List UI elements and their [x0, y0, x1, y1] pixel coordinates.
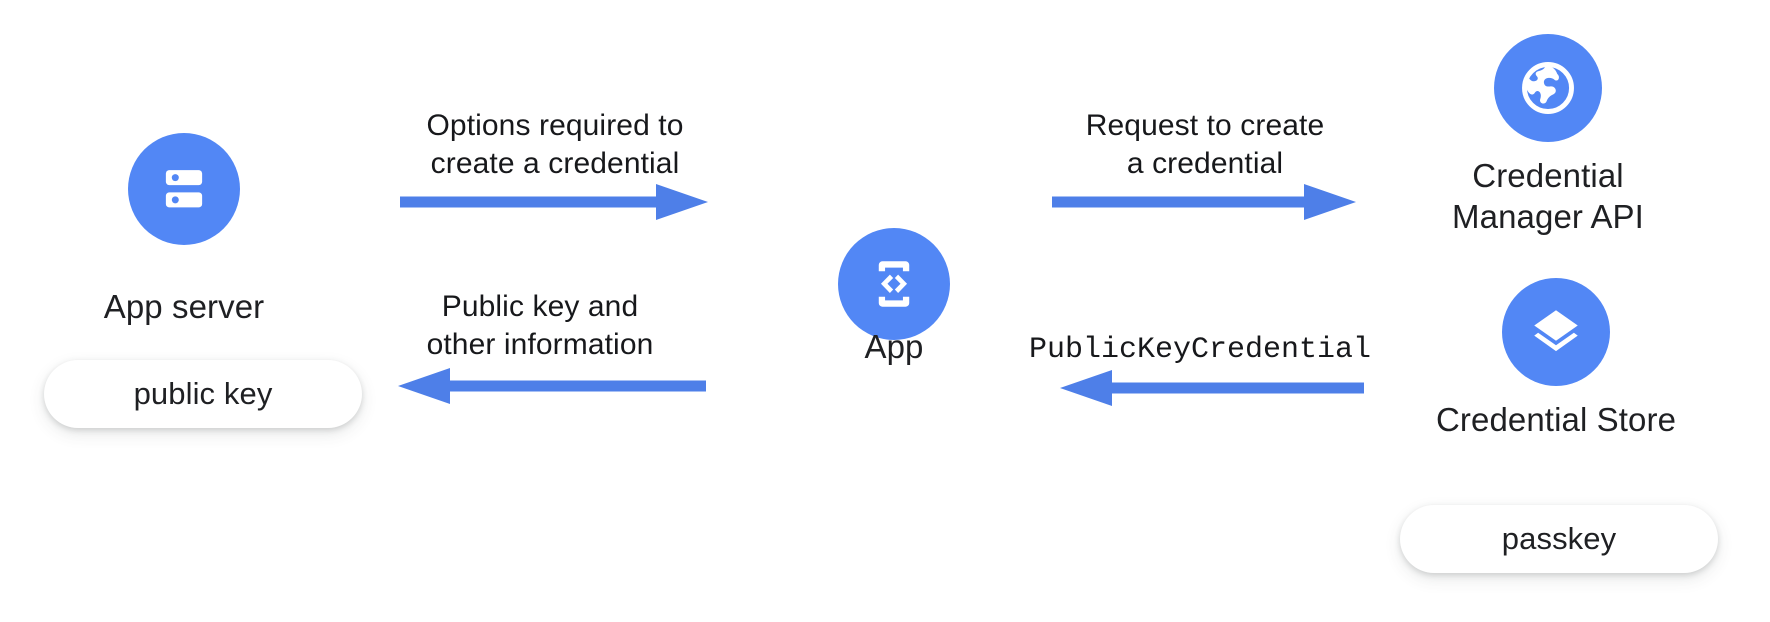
arrow-label-public-key-and-other-information: Public key and other information	[426, 290, 654, 361]
arrow-label-options-required: Options required to create a credential	[426, 109, 684, 180]
arrow-label-public-key-credential: PublicKeyCredential	[1028, 333, 1372, 367]
node-app-server-label: App server	[103, 288, 265, 325]
layers-icon	[1527, 303, 1585, 361]
node-credential-store-label: Credential Store	[1435, 401, 1677, 438]
node-app-icon	[838, 228, 950, 340]
node-credential-manager-api-label: Credential Manager API	[1452, 157, 1644, 235]
app-code-icon	[865, 255, 923, 313]
server-icon	[155, 160, 213, 218]
globe-icon	[1517, 57, 1579, 119]
chip-passkey: passkey	[1400, 505, 1718, 573]
node-app-server-icon	[128, 133, 240, 245]
node-app-label: App	[864, 328, 924, 365]
node-credential-store-icon	[1502, 278, 1610, 386]
arrow-options-required	[400, 182, 712, 222]
arrow-public-key-and-other-information	[392, 366, 707, 406]
arrow-request-to-create	[1052, 182, 1362, 222]
chip-public-key: public key	[44, 360, 362, 428]
arrow-label-request-to-create: Request to create a credential	[1085, 109, 1325, 180]
arrow-public-key-credential	[1052, 368, 1367, 408]
node-credential-manager-api-icon	[1494, 34, 1602, 142]
